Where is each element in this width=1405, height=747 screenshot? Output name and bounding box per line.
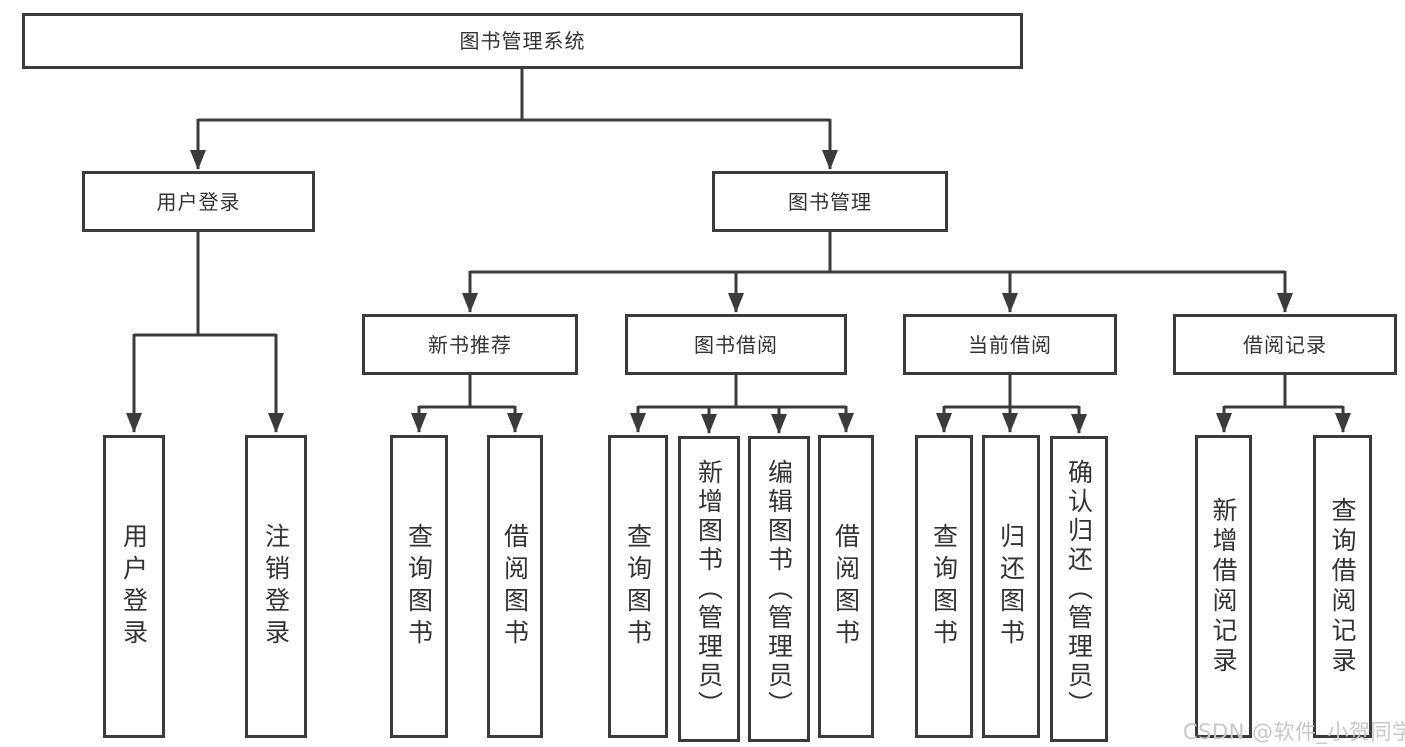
connector-current-borrow-children xyxy=(936,374,1087,434)
leaf-logout: 注销登录 xyxy=(245,435,307,738)
node-borrow-records: 借阅记录 xyxy=(1173,314,1397,375)
connector-book-management-children xyxy=(462,231,1293,313)
node-new-book-recommend: 新书推荐 xyxy=(362,314,578,375)
leaf-query-book-3: 查询图书 xyxy=(915,435,973,738)
node-system-root: 图书管理系统 xyxy=(22,13,1023,69)
leaf-borrow-book-1: 借阅图书 xyxy=(487,435,543,738)
leaf-add-book-admin: 新增图书（管理员） xyxy=(678,436,740,742)
node-book-management: 图书管理 xyxy=(712,171,948,232)
connector-new-book-recommend-children xyxy=(411,374,523,433)
leaf-query-book-1: 查询图书 xyxy=(390,435,448,738)
leaf-return-book: 归还图书 xyxy=(982,435,1040,738)
connector-root-to-level2 xyxy=(190,68,838,170)
node-user-login: 用户登录 xyxy=(82,171,315,232)
leaf-query-book-2: 查询图书 xyxy=(608,435,668,738)
leaf-confirm-return-admin: 确认归还（管理员） xyxy=(1050,436,1108,742)
connector-user-login-children xyxy=(126,231,284,433)
connector-book-borrow-children xyxy=(630,374,854,434)
leaf-user-login: 用户登录 xyxy=(103,435,165,738)
connector-borrow-records-children xyxy=(1216,374,1351,433)
leaf-borrow-book-2: 借阅图书 xyxy=(818,435,874,738)
csdn-watermark: CSDN @软件_小贺同学 xyxy=(1183,720,1405,744)
leaf-edit-book-admin: 编辑图书（管理员） xyxy=(748,436,810,742)
leaf-add-borrow-record: 新增借阅记录 xyxy=(1195,435,1252,738)
node-book-borrow: 图书借阅 xyxy=(625,314,847,375)
node-current-borrow: 当前借阅 xyxy=(903,314,1117,375)
leaf-query-borrow-record: 查询借阅记录 xyxy=(1313,435,1372,738)
